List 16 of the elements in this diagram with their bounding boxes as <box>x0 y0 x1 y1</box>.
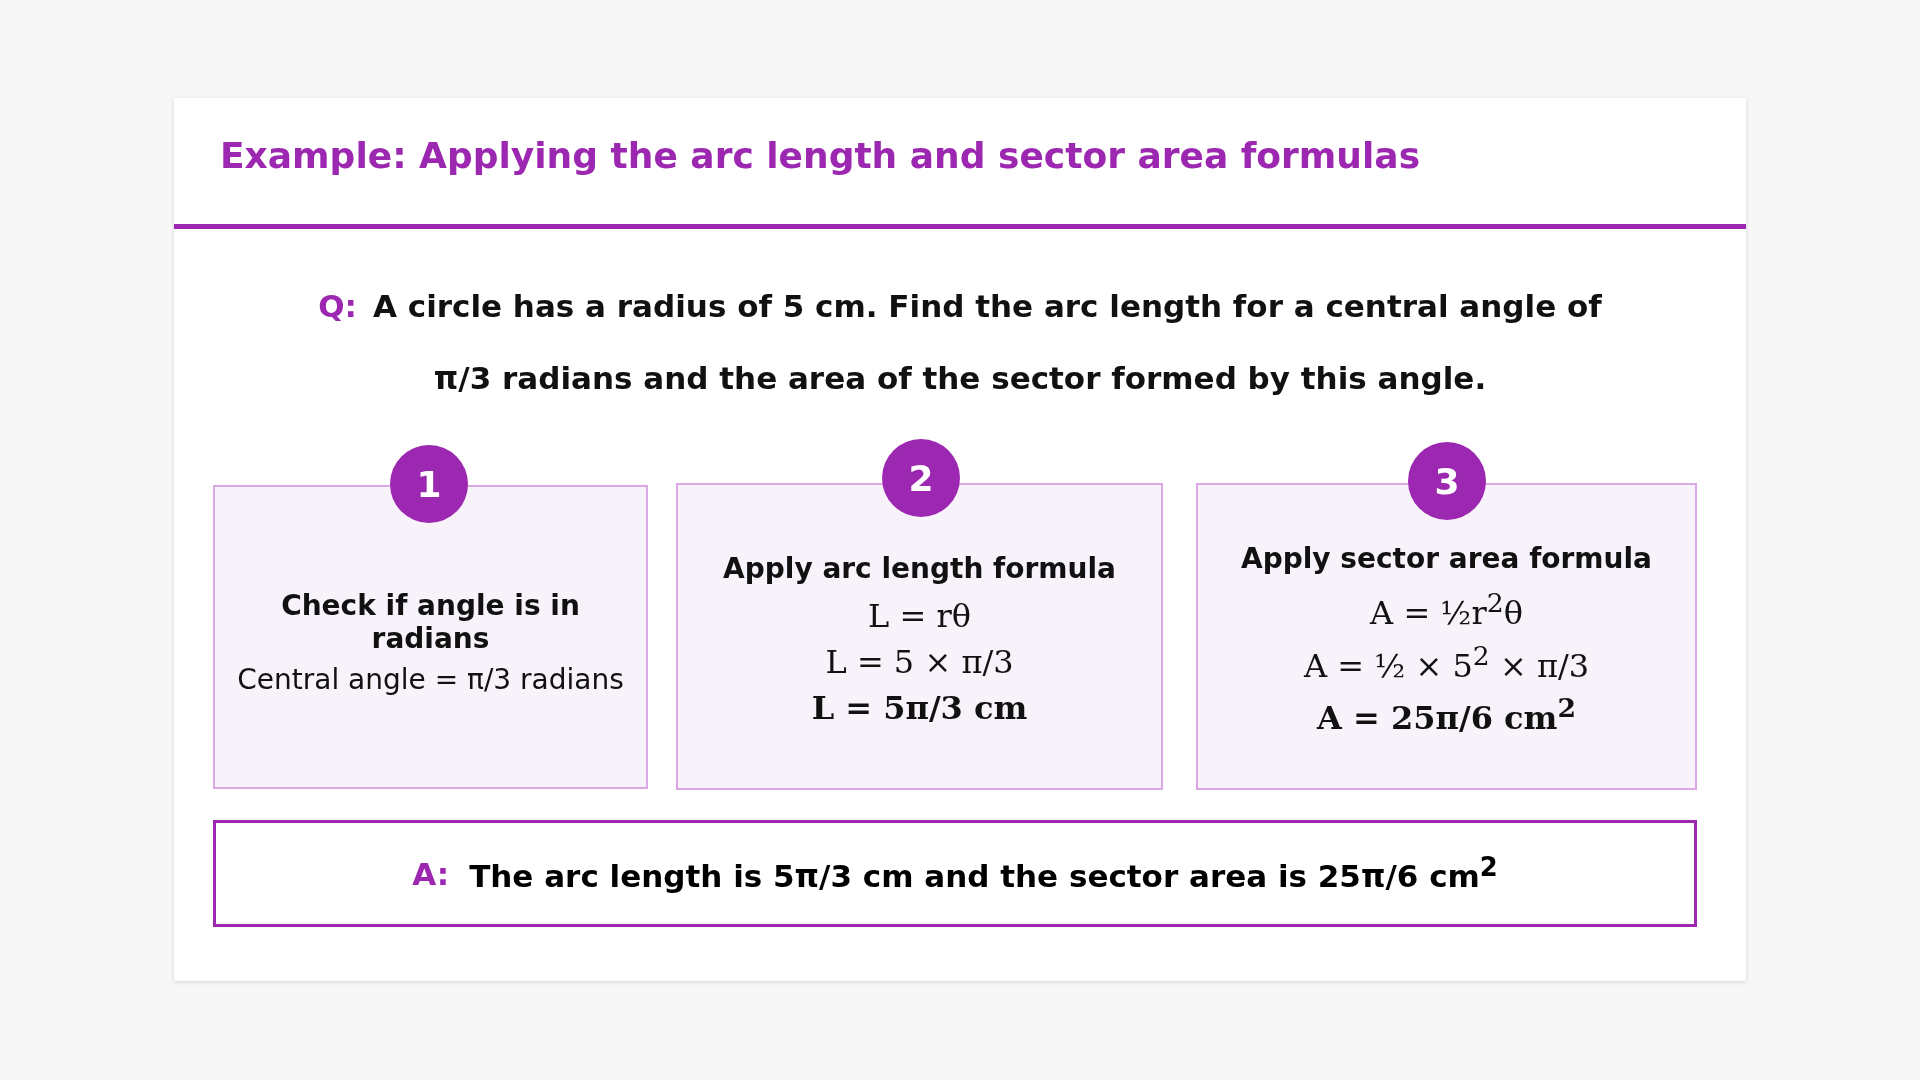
answer-text: The arc length is 5π/3 cm and the sector area is 25π/6 cm$^{2}$ <box>469 852 1498 895</box>
formula: A = 25π/6 cm$^{2}$ <box>1317 692 1576 737</box>
formula: Central angle = π/3 radians <box>237 662 624 696</box>
answer-box <box>213 820 1697 927</box>
formula: L = rθ <box>868 597 971 635</box>
formula: A = ½r$^{2}$θ <box>1370 587 1523 632</box>
question-prefix: Q: <box>318 288 357 324</box>
title: Example: Applying the arc length and sector area formulas <box>220 135 1421 176</box>
step-heading: Apply arc length formula <box>723 552 1116 585</box>
formula: L = 5π/3 cm <box>811 689 1028 727</box>
question-text: A circle has a radius of 5 cm. Find the arc length for a central angle of π/3 radians and the area of the sector formed by this angle. <box>372 288 1602 396</box>
formula: A = ½ × 5$^{2}$ × π/3 <box>1303 639 1590 685</box>
step-heading: Check if angle is in radians <box>280 588 581 655</box>
step-heading: Apply sector area formula <box>1241 542 1652 575</box>
formula: L = 5 × π/3 <box>825 643 1014 681</box>
answer-prefix: A: <box>412 855 450 892</box>
